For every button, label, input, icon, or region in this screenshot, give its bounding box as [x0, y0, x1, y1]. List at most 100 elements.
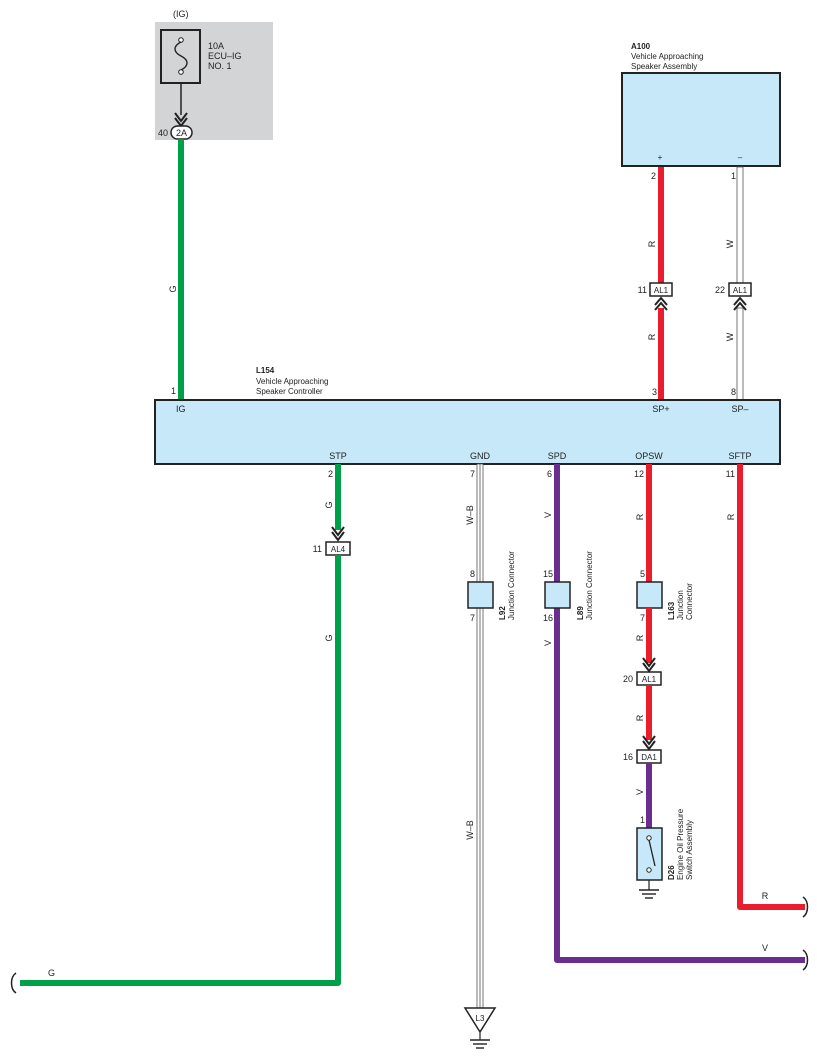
- controller-id: L154: [256, 366, 275, 375]
- ground-point-icon: [463, 1007, 497, 1034]
- terminal-opsw: OPSW: [635, 451, 663, 461]
- wire-color-label: W: [725, 332, 735, 341]
- controller-box: [154, 399, 781, 465]
- wire-color-label: R: [647, 333, 657, 340]
- fuse-name-line2: NO. 1: [208, 61, 232, 71]
- oil-switch-name-line1: Engine Oil Pressure: [676, 808, 685, 880]
- wire-g-stp-lower: [20, 555, 341, 986]
- oil-switch-pin: 1: [640, 815, 645, 825]
- junction-l89-id: L89: [576, 606, 585, 620]
- connector-al1-label: AL1: [733, 286, 748, 295]
- connector-arrow-icon: [654, 296, 668, 311]
- fuse-terminal: [178, 69, 184, 75]
- wire-color-label: V: [635, 789, 645, 795]
- junction-l163-name-line1: Junction: [676, 590, 685, 620]
- connector-arrow-icon: [642, 657, 656, 673]
- terminal-sftp: SFTP: [728, 451, 751, 461]
- junction-l89-box: [544, 581, 571, 609]
- wire-color-label: G: [168, 285, 178, 292]
- oil-switch-name-line2: Switch Assembly: [685, 820, 694, 880]
- fuse-circuit-label: (IG): [173, 9, 189, 19]
- ground-icon: [470, 1032, 490, 1049]
- connector-da1-pin: 16: [623, 752, 633, 762]
- wire-color-label: G: [48, 968, 55, 978]
- junction-l163-id: L163: [667, 601, 676, 620]
- wire-color-label: V: [543, 512, 553, 518]
- wire-color-label: R: [726, 513, 736, 520]
- wire-color-label: G: [324, 501, 334, 508]
- wire-color-label: R: [647, 240, 657, 247]
- connector-arrow-icon: [642, 735, 656, 751]
- wire-continuation-icon: [802, 896, 809, 918]
- switch-icon: [646, 835, 656, 873]
- wire-color-label: R: [762, 891, 769, 901]
- pin-ig-number: 1: [171, 386, 176, 396]
- junction-l163-name-line2: Connector: [685, 583, 694, 620]
- fuse-name-line1: ECU–IG: [208, 51, 242, 61]
- wire-color-label: R: [635, 513, 645, 520]
- speaker-minus-label: –: [738, 153, 743, 162]
- terminal-stp: STP: [329, 451, 347, 461]
- controller-name-line1: Vehicle Approaching: [256, 377, 329, 386]
- junction-l92-name: Junction Connector: [507, 551, 516, 620]
- terminal-spp: SP+: [652, 404, 669, 414]
- terminal-gnd: GND: [470, 451, 491, 461]
- speaker-assembly-box: [621, 72, 781, 167]
- wire-color-label: W: [725, 239, 735, 248]
- connector-da1-label: DA1: [641, 753, 657, 762]
- connector-al4-pin: 11: [313, 544, 322, 554]
- connector-al1-box: [728, 282, 752, 297]
- terminal-ig: IG: [176, 404, 186, 414]
- pin-spd-number: 6: [547, 469, 552, 479]
- speaker-pin-minus: 1: [731, 171, 736, 181]
- pin-sftp-number: 11: [726, 469, 735, 479]
- connector-arrow-icon: [331, 526, 345, 542]
- wire-color-label: R: [635, 634, 645, 641]
- wire-continuation-icon: [802, 949, 809, 971]
- connector-arrow-icon: [733, 296, 747, 311]
- wire-color-label: W–B: [465, 505, 475, 525]
- junction-l163-pin-in: 5: [640, 569, 645, 579]
- junction-l89-name: Junction Connector: [585, 551, 594, 620]
- connector-al1-label: AL1: [642, 675, 657, 684]
- wire-v-spd-lower: [554, 608, 805, 963]
- fuse-rating: 10A: [208, 41, 224, 51]
- fuse-connector-label: 2A: [176, 128, 187, 138]
- wire-color-label: R: [635, 714, 645, 721]
- wire-color-label: G: [324, 634, 334, 641]
- wire-continuation-icon: [10, 972, 17, 994]
- junction-l163-box: [636, 581, 663, 609]
- junction-l163-pin-out: 7: [640, 613, 645, 623]
- speaker-pin-plus: 2: [651, 171, 656, 181]
- wire-color-label: V: [762, 943, 768, 953]
- terminal-spd: SPD: [548, 451, 567, 461]
- wire-color-label: V: [543, 640, 553, 646]
- fuse-icon: [174, 41, 188, 71]
- wire-wb-gnd: [476, 463, 484, 1009]
- oil-switch-id: D26: [667, 865, 676, 880]
- connector-al1-pin: 20: [623, 674, 633, 684]
- junction-l92-pin-in: 8: [470, 569, 475, 579]
- pin-spp-number: 3: [652, 387, 657, 397]
- connector-al1-pin: 22: [715, 285, 725, 295]
- ground-point-label: L3: [476, 1014, 485, 1023]
- fuse-shaded-area: [155, 22, 273, 140]
- pin-opsw-number: 12: [634, 469, 644, 479]
- junction-l89-pin-in: 15: [543, 569, 553, 579]
- connector-al4-label: AL4: [331, 545, 346, 554]
- pin-spm-number: 8: [731, 387, 736, 397]
- wire-color-label: W–B: [465, 820, 475, 840]
- fuse-pin-label: 40: [158, 128, 168, 138]
- pin-gnd-number: 7: [470, 469, 475, 479]
- ground-icon: [639, 880, 659, 899]
- wire-r-sftp: [737, 464, 805, 910]
- connector-al1-pin: 11: [638, 285, 647, 295]
- terminal-spm: SP–: [731, 404, 748, 414]
- junction-l92-id: L92: [498, 606, 507, 620]
- junction-l89-pin-out: 16: [543, 613, 553, 623]
- pin-stp-number: 2: [328, 469, 333, 479]
- speaker-name-line2: Speaker Assembly: [631, 62, 697, 71]
- speaker-id: A100: [631, 42, 651, 51]
- junction-l92-box: [467, 581, 494, 609]
